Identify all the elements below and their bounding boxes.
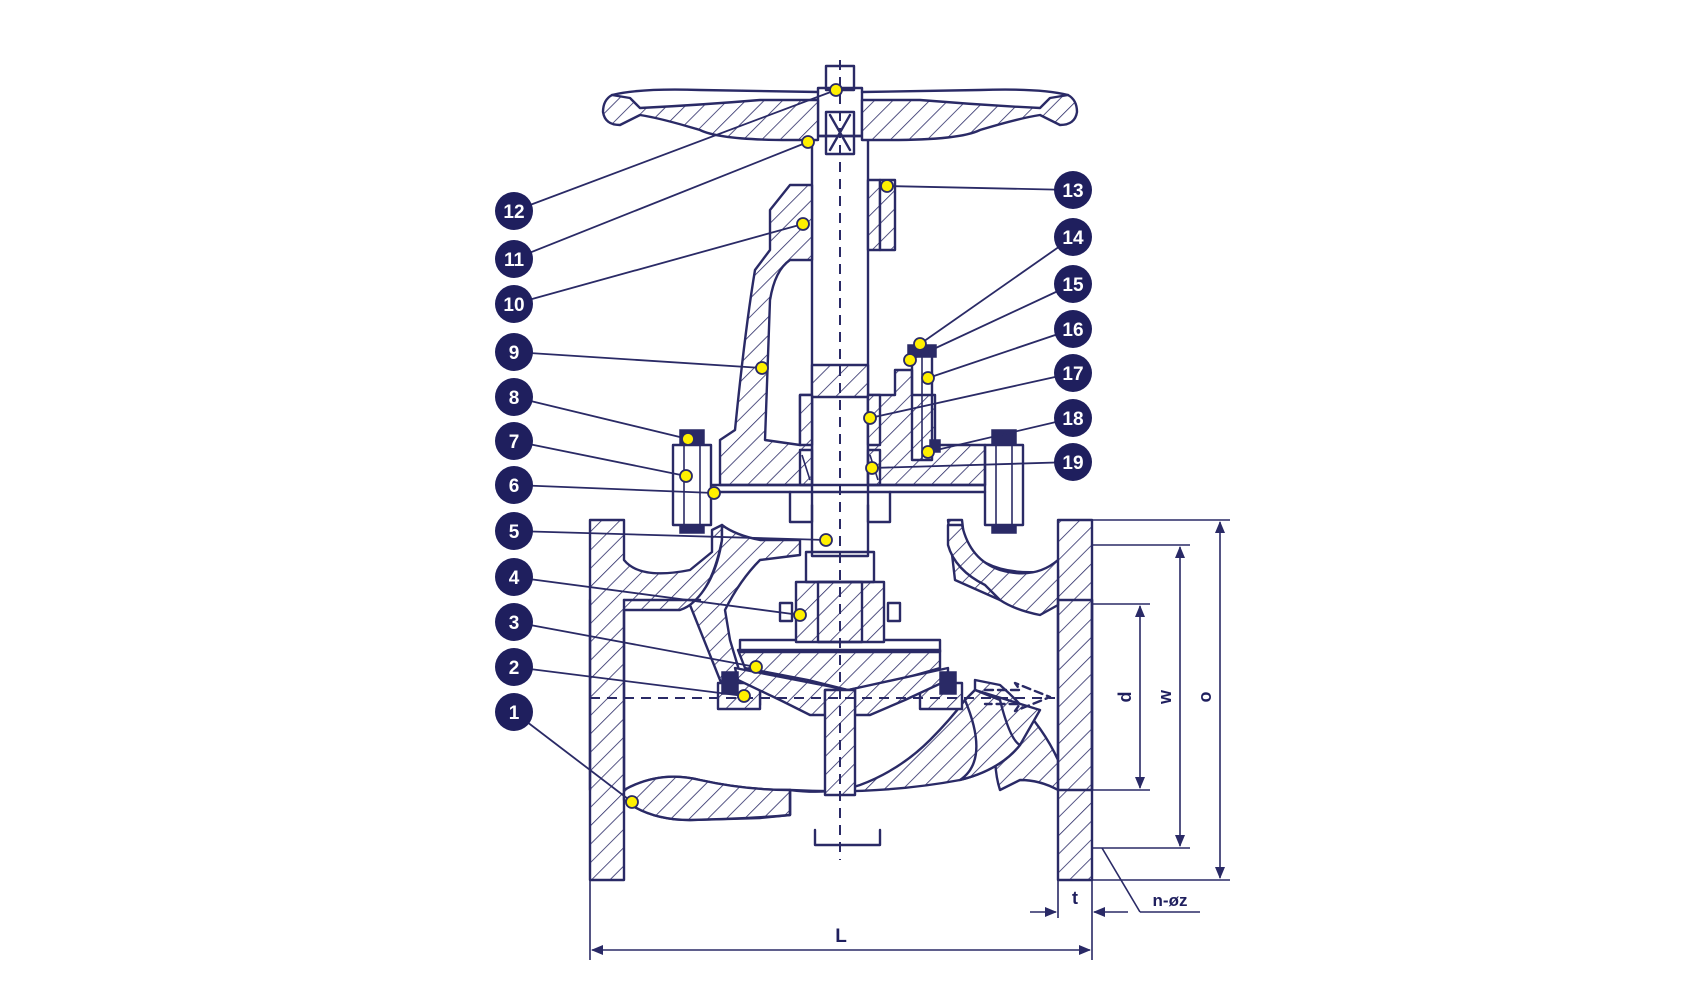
callout-14-leader <box>919 236 1074 345</box>
callout-17-badge <box>1054 354 1092 392</box>
callout-11-leader <box>513 141 809 260</box>
callout-14-badge <box>1054 218 1092 256</box>
callout-19-marker <box>865 461 879 475</box>
callout-5-label: 5 <box>509 522 520 543</box>
callout-11-badge <box>495 240 533 278</box>
callout-10-label: 10 <box>503 295 524 316</box>
callout-7-badge <box>495 422 533 460</box>
callout-19-label: 19 <box>1062 453 1083 474</box>
callout-13-leader <box>886 185 1074 191</box>
callout-14-label: 14 <box>1062 228 1084 249</box>
callout-10-leader <box>513 223 804 305</box>
callout-2-badge <box>495 648 533 686</box>
callout-17-marker <box>863 411 877 425</box>
dim-label-o: o <box>1195 692 1215 703</box>
callout-8-badge <box>495 378 533 416</box>
bonnet <box>710 178 987 524</box>
callout-4-leader <box>513 576 801 616</box>
flow-arrow <box>983 681 1052 713</box>
callout-16-leader <box>927 328 1074 379</box>
callout-18-leader <box>927 417 1074 453</box>
callout-1-leader <box>513 711 633 803</box>
callout-7-leader <box>513 440 687 477</box>
callout-4-badge <box>495 558 533 596</box>
callout-9-marker <box>755 361 769 375</box>
callout-1-badge <box>495 693 533 731</box>
callout-3-badge <box>495 603 533 641</box>
callout-9-label: 9 <box>509 343 520 364</box>
callout-12-marker <box>829 83 843 97</box>
callout-5-badge <box>495 512 533 550</box>
callout-14-marker <box>913 337 927 351</box>
callout-8-leader <box>513 396 689 440</box>
callout-19-badge <box>1054 443 1092 481</box>
dim-label-nz: n-øz <box>1153 891 1188 910</box>
callout-2-leader <box>513 666 745 697</box>
callout-15-label: 15 <box>1062 275 1084 296</box>
callout-8-marker <box>681 432 695 446</box>
callout-8-label: 8 <box>509 388 520 409</box>
callout-15-marker <box>903 353 917 367</box>
callout-6-label: 6 <box>509 476 520 497</box>
callout-1-label: 1 <box>509 703 520 724</box>
callout-11-label: 11 <box>504 250 525 271</box>
callout-4-label: 4 <box>509 568 520 589</box>
callout-9-leader <box>513 351 763 369</box>
dim-label-d: d <box>1115 692 1135 703</box>
valve-stem <box>810 64 870 558</box>
callout-6-leader <box>513 484 715 494</box>
callout-12-badge <box>495 192 533 230</box>
dim-label-w: w <box>1155 689 1175 705</box>
dimensions: L t n-øz d w o <box>589 519 1230 960</box>
dim-label-t: t <box>1072 888 1078 908</box>
callout-18-marker <box>921 445 935 459</box>
callout-16-label: 16 <box>1062 320 1083 341</box>
callout-7-label: 7 <box>509 432 520 453</box>
callout-3-marker <box>749 660 763 674</box>
dim-label-L: L <box>835 926 847 947</box>
callout-15-leader <box>909 283 1074 361</box>
callout-10-marker <box>796 217 810 231</box>
callout-12-label: 12 <box>503 202 524 223</box>
callout-12-leader <box>513 89 837 212</box>
callout-13-marker <box>880 179 894 193</box>
callout-7-marker <box>679 469 693 483</box>
callout-18-badge <box>1054 399 1092 437</box>
callout-5-leader <box>513 530 827 541</box>
callout-2-label: 2 <box>509 658 520 679</box>
callout-1-marker <box>625 795 639 809</box>
callout-16-marker <box>921 371 935 385</box>
callout-18-label: 18 <box>1062 409 1083 430</box>
centerlines <box>590 60 1055 860</box>
callout-13-label: 13 <box>1062 181 1083 202</box>
callout-3-leader <box>513 621 757 668</box>
callout-6-marker <box>707 486 721 500</box>
callout-10-badge <box>495 285 533 323</box>
callout-11-marker <box>801 135 815 149</box>
handwheel <box>601 88 1079 142</box>
callout-15-badge <box>1054 265 1092 303</box>
callout-13-badge <box>1054 171 1092 209</box>
callout-19-leader <box>871 461 1074 469</box>
callout-2-marker <box>737 689 751 703</box>
callout-9-badge <box>495 333 533 371</box>
callout-17-label: 17 <box>1062 364 1083 385</box>
callout-17-leader <box>869 372 1074 419</box>
callout-6-badge <box>495 466 533 504</box>
callout-16-badge <box>1054 310 1092 348</box>
callout-4-marker <box>793 608 807 622</box>
callout-3-label: 3 <box>509 613 520 634</box>
callout-5-marker <box>819 533 833 547</box>
